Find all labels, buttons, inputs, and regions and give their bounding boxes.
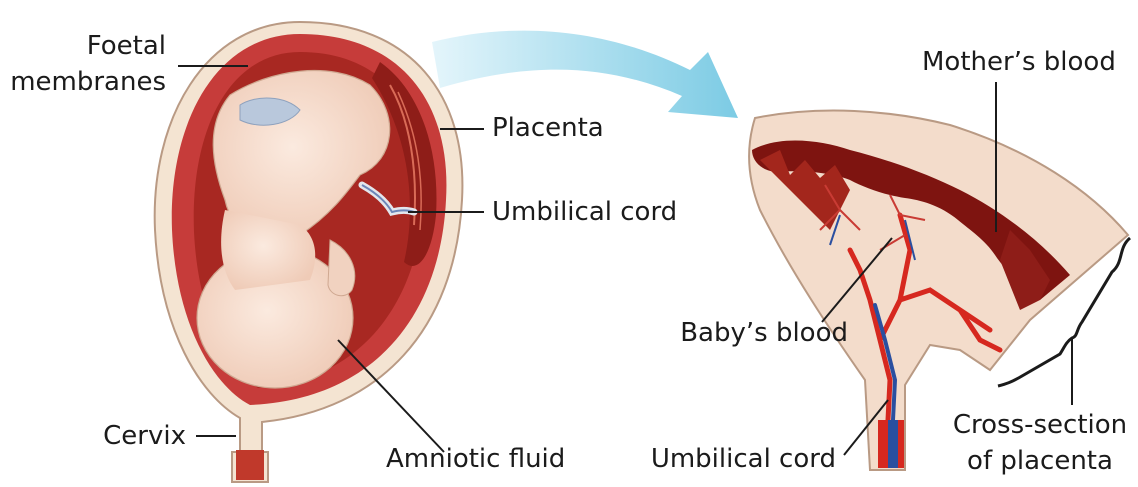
label-cross-section-line2: of placenta — [942, 446, 1138, 476]
uterus-illustration — [155, 22, 463, 482]
label-umbilical-cord-left: Umbilical cord — [492, 197, 677, 227]
label-babys-blood: Baby’s blood — [680, 318, 848, 348]
label-umbilical-cord-right: Umbilical cord — [651, 444, 836, 474]
arrow-icon — [432, 31, 738, 118]
label-amniotic-fluid: Amniotic fluid — [386, 444, 565, 474]
label-foetal-membranes-line2: membranes — [10, 67, 166, 97]
cervix-plug — [236, 450, 264, 480]
label-foetal-membranes-line1: Foetal — [87, 31, 166, 61]
label-cross-section-line1: Cross-section — [942, 410, 1138, 440]
label-placenta: Placenta — [492, 113, 604, 143]
label-mothers-blood: Mother’s blood — [922, 47, 1116, 77]
label-cervix: Cervix — [103, 421, 186, 451]
